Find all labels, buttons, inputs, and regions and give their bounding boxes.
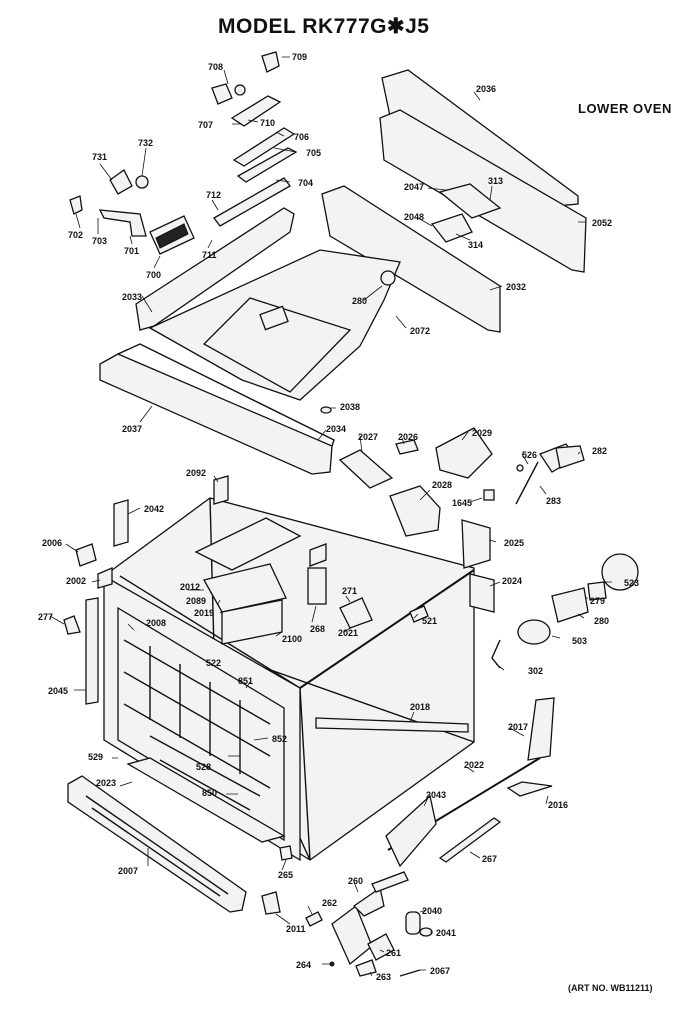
part-label: 2017	[508, 722, 528, 732]
part-label: 260	[348, 876, 363, 886]
part-label: 263	[376, 972, 391, 982]
part-label: 701	[124, 246, 139, 256]
part-label: 712	[206, 190, 221, 200]
part-label: 2028	[432, 480, 452, 490]
part-label: 2016	[548, 800, 568, 810]
part-label: 521	[422, 616, 437, 626]
middle-right-parts	[338, 427, 585, 537]
part-label: 2029	[472, 428, 492, 438]
part-label: 503	[572, 636, 587, 646]
part-label: 700	[146, 270, 161, 280]
part-label: 706	[294, 132, 309, 142]
part-label: 280	[594, 616, 609, 626]
part-label: 2072	[410, 326, 430, 336]
part-label: 2026	[398, 432, 418, 442]
diagram-subtitle: LOWER OVEN	[578, 101, 672, 116]
art-number: (ART NO. WB11211)	[568, 983, 653, 993]
part-label: 2043	[426, 790, 446, 800]
part-label: 731	[92, 152, 107, 162]
part-label: 267	[482, 854, 497, 864]
part-label: 2034	[326, 424, 346, 434]
part-label: 2027	[358, 432, 378, 442]
part-label: 2024	[502, 576, 522, 586]
part-label: 2067	[430, 966, 450, 976]
rear-panels	[321, 69, 587, 333]
part-label: 268	[310, 624, 325, 634]
part-label: 2047	[404, 182, 424, 192]
part-label: 707	[198, 120, 213, 130]
part-label: 2033	[122, 292, 142, 302]
part-label: 265	[278, 870, 293, 880]
part-label: 313	[488, 176, 503, 186]
part-label: 709	[292, 52, 307, 62]
part-label: 703	[92, 236, 107, 246]
part-label: 2018	[410, 702, 430, 712]
part-label: 523	[624, 578, 639, 588]
part-label: 851	[238, 676, 253, 686]
part-label: 852	[272, 734, 287, 744]
part-label: 2012	[180, 582, 200, 592]
part-label: 2021	[338, 628, 358, 638]
part-label: 264	[296, 960, 311, 970]
part-label: 526	[522, 450, 537, 460]
part-label: 2048	[404, 212, 424, 222]
control-bracket-assembly	[69, 51, 298, 255]
oven-cabinet	[103, 497, 475, 862]
part-label: 283	[546, 496, 561, 506]
part-label: 2038	[340, 402, 360, 412]
part-label: 710	[260, 118, 275, 128]
part-label: 277	[38, 612, 53, 622]
part-label: 2008	[146, 618, 166, 628]
part-label: 850	[202, 788, 217, 798]
part-label: 2011	[286, 924, 306, 934]
part-label: 2025	[504, 538, 524, 548]
leader-lines	[49, 56, 612, 977]
part-label: 711	[202, 250, 217, 260]
part-label: 1645	[452, 498, 472, 508]
diagram-title: MODEL RK777G✱J5	[218, 15, 430, 38]
part-label: 282	[592, 446, 607, 456]
part-label: 2007	[118, 866, 138, 876]
part-label: 314	[468, 240, 483, 250]
part-label: 280	[352, 296, 367, 306]
part-label: 529	[88, 752, 103, 762]
part-label: 2023	[96, 778, 116, 788]
part-label: 704	[298, 178, 313, 188]
left-side-parts	[63, 475, 229, 705]
part-labels: 709 708 710 707 706 705 704 712 711 731 …	[38, 52, 639, 982]
top-structure	[99, 207, 401, 475]
part-label: 732	[138, 138, 153, 148]
part-label: 2042	[144, 504, 164, 514]
part-label: 528	[196, 762, 211, 772]
part-label: 2036	[476, 84, 496, 94]
part-label: 2037	[122, 424, 142, 434]
part-label: 705	[306, 148, 321, 158]
part-label: 2022	[464, 760, 484, 770]
part-label: 2032	[506, 282, 526, 292]
part-label: 708	[208, 62, 223, 72]
part-label: 702	[68, 230, 83, 240]
part-label: 262	[322, 898, 337, 908]
part-label: 2041	[436, 928, 456, 938]
part-label: 2002	[66, 576, 86, 586]
part-label: 2089	[186, 596, 206, 606]
front-bottom-trim	[67, 757, 293, 915]
part-label: 2040	[422, 906, 442, 916]
part-label: 2006	[42, 538, 62, 548]
part-label: 271	[342, 586, 357, 596]
part-label: 279	[590, 596, 605, 606]
part-label: 302	[528, 666, 543, 676]
door-hinge-parts	[305, 871, 433, 977]
right-side-parts	[385, 519, 639, 868]
part-label: 522	[206, 658, 221, 668]
part-label: 261	[386, 948, 401, 958]
part-label: 2052	[592, 218, 612, 228]
part-label: 2045	[48, 686, 68, 696]
part-label: 2019	[194, 608, 214, 618]
part-label: 2092	[186, 468, 206, 478]
part-label: 2100	[282, 634, 302, 644]
